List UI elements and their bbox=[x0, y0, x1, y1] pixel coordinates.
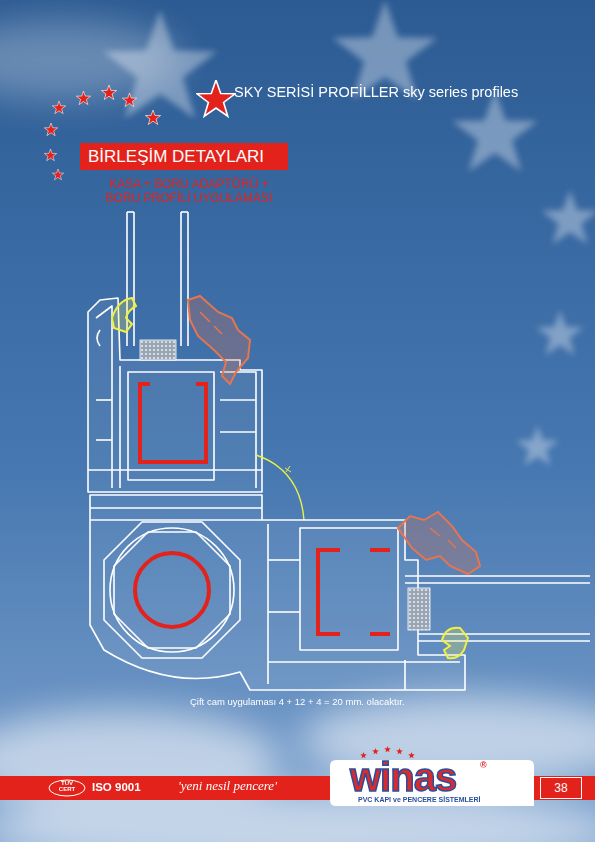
caption-note: Çift cam uygulaması 4 + 12 + 4 = 20 mm. … bbox=[190, 697, 405, 708]
iso-label: ISO 9001 bbox=[92, 781, 141, 794]
slogan: 'yeni nesil pencere' bbox=[178, 779, 277, 794]
page-number: 38 bbox=[540, 777, 582, 799]
node-text: 38 bbox=[554, 781, 567, 795]
brand-logo: winas bbox=[350, 754, 456, 800]
cert-logo: TÜV CERT bbox=[55, 780, 79, 792]
section-band: BİRLEŞİM DETAYLARI bbox=[80, 143, 288, 170]
brand-tagline: PVC KAPI ve PENCERE SİSTEMLERİ bbox=[358, 796, 481, 804]
node-text: BİRLEŞİM DETAYLARI bbox=[88, 147, 264, 167]
page-title: SKY SERİSİ PROFİLLER sky series profiles bbox=[234, 84, 518, 101]
registered-mark: ® bbox=[480, 760, 487, 770]
section-subtitle: KASA + BORU ADAPTÖRÜ + BORU PROFİLİ UYGU… bbox=[96, 178, 282, 206]
